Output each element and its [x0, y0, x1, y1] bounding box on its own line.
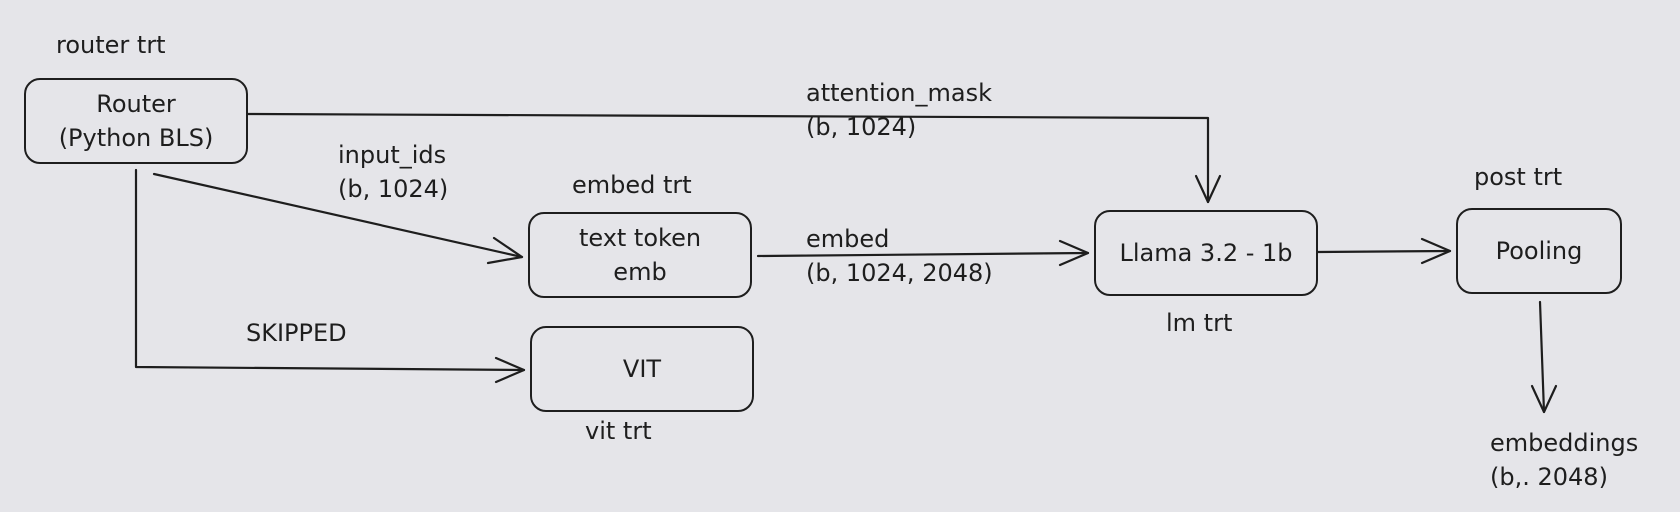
embed-caption: embed trt: [572, 171, 692, 199]
embeddings-output-label: embeddings (b,. 2048): [1490, 429, 1639, 491]
arrow-pooling-to-embeddings: [1538, 300, 1546, 414]
text-token-emb-label: text token emb: [578, 224, 702, 286]
embed-edge-label: embed (b, 1024, 2048): [806, 225, 993, 287]
arrowhead-llama-to-pooling: [1420, 237, 1452, 265]
pooling-label: Pooling: [1495, 237, 1583, 265]
pooling-caption: post trt: [1474, 163, 1563, 191]
vit-node: VIT: [530, 326, 754, 412]
vit-caption: vit trt: [585, 417, 652, 445]
skipped-label: SKIPPED: [246, 319, 347, 347]
text-token-emb-node: text token emb: [528, 212, 752, 298]
arrowhead-attention-mask: [1194, 174, 1222, 204]
arrowhead-skipped: [494, 356, 526, 384]
arrowhead-pooling-to-embeddings: [1530, 384, 1558, 414]
arrow-llama-to-pooling: [1316, 249, 1452, 254]
attention-mask-label: attention_mask (b, 1024): [806, 79, 992, 141]
pooling-node: Pooling: [1456, 208, 1622, 294]
llama-node: Llama 3.2 - 1b: [1094, 210, 1318, 296]
router-node: Router (Python BLS): [24, 78, 248, 164]
arrowhead-embed: [1058, 239, 1090, 267]
arrow-input-ids: [152, 172, 524, 259]
llama-caption: lm trt: [1166, 309, 1233, 337]
vit-label: VIT: [622, 355, 662, 383]
router-label: Router (Python BLS): [58, 90, 214, 152]
input-ids-label: input_ids (b, 1024): [338, 141, 449, 203]
arrow-attention-mask: [246, 112, 1210, 204]
router-caption: router trt: [56, 31, 166, 59]
arrow-skipped: [134, 168, 526, 372]
llama-label: Llama 3.2 - 1b: [1119, 239, 1293, 267]
arrow-embed: [756, 251, 1090, 258]
arrowhead-input-ids: [486, 236, 524, 265]
